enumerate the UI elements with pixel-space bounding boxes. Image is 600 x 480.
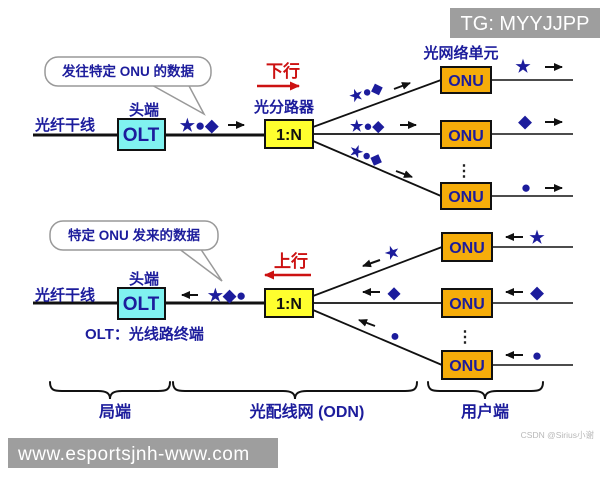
site-watermark-text: www.esportsjnh-www.com: [17, 444, 250, 465]
csdn-watermark-text: CSDN @Sirius小谢: [521, 430, 595, 440]
downstream-callout-text: 发往特定 ONU 的数据: [61, 63, 195, 79]
downstream-direction-label: 下行: [266, 61, 300, 81]
upstream-onu3-symbol: ●: [532, 346, 542, 365]
downstream-onu3-box: [440, 182, 492, 210]
upstream-onu3-label: ONU: [449, 358, 485, 375]
downstream-packet-group: ★●◆: [180, 116, 220, 135]
upstream-packet-group: ★◆●: [208, 286, 247, 305]
segment-user-label: 用户端: [461, 402, 509, 421]
downstream-onu1-label: ONU: [448, 73, 484, 90]
upstream-onu1-symbol: ★: [529, 228, 545, 247]
downstream-diagram: 发往特定 ONU 的数据 光纤干线 头端 OLT ★●◆ 下行 光分路器 1:N…: [33, 44, 573, 210]
tg-watermark: TG: MYYJJPP: [450, 8, 600, 38]
olt-definition: OLT：光线路终端: [85, 325, 204, 343]
tg-watermark-box: [450, 8, 600, 38]
downstream-splitter-box: [264, 119, 314, 149]
upstream-direction-label: 上行: [274, 251, 308, 271]
callout-bubble: [49, 220, 219, 251]
up-branch3-symbol: ●: [390, 328, 400, 345]
branch3-packet-group: ★●◆: [347, 141, 385, 169]
up-branch3-arrow: [358, 319, 376, 327]
upstream-onu2-symbol: ◆: [529, 283, 544, 302]
upstream-olt-label: OLT: [123, 294, 160, 315]
site-watermark: www.esportsjnh-www.com: [8, 438, 278, 468]
downstream-olt-label: OLT: [123, 125, 160, 146]
up-branch2-symbol: ◆: [387, 285, 401, 302]
branch3-arrow: [395, 170, 413, 178]
up-branch1-arrow: [362, 259, 381, 268]
downstream-headend-label: 头端: [129, 101, 159, 119]
callout-tail: [175, 247, 223, 282]
segment-braces: [49, 381, 544, 400]
site-watermark-box: [8, 438, 278, 468]
downstream-onu2-label: ONU: [448, 128, 484, 145]
downstream-olt-box: [117, 118, 166, 151]
upstream-splitter-label: 1:N: [276, 296, 302, 313]
downstream-onu2-symbol: ◆: [517, 112, 532, 131]
downstream-onu2-box: [440, 120, 492, 149]
upstream-olt-box: [117, 287, 166, 320]
downstream-onu1-symbol: ★: [515, 57, 531, 76]
tg-watermark-text: TG: MYYJJPP: [461, 13, 590, 35]
splitter-name-label: 光分路器: [253, 98, 315, 116]
downstream-splitter-label: 1:N: [276, 127, 302, 144]
segment-office-label: 局端: [99, 402, 131, 421]
upstream-ellipsis-dots: ⋮: [457, 329, 473, 346]
office-brace: [49, 381, 171, 400]
callout-bubble: [44, 56, 212, 87]
upstream-callout-text: 特定 ONU 发来的数据: [68, 227, 201, 243]
upstream-headend-label: 头端: [129, 270, 159, 288]
segment-odn-label: 光配线网 (ODN): [249, 402, 365, 421]
odn-brace: [172, 381, 418, 400]
downstream-onu3-symbol: ●: [521, 178, 531, 197]
upstream-diagram: 特定 ONU 发来的数据 光纤干线 头端 OLT OLT：光线路终端 ★◆● 上…: [33, 220, 573, 380]
downstream-trunk-label: 光纤干线: [34, 116, 95, 134]
downstream-ellipsis-dots: ⋮: [456, 163, 472, 180]
upstream-splitter-box: [264, 288, 314, 318]
upstream-trunk-label: 光纤干线: [34, 286, 95, 304]
upstream-onu3-box: [441, 350, 493, 380]
upstream-onu2-label: ONU: [449, 296, 485, 313]
branch2-packet-group: ★●◆: [350, 118, 385, 135]
downstream-onu3-label: ONU: [448, 189, 484, 206]
upstream-callout: 特定 ONU 发来的数据: [49, 220, 223, 282]
downstream-onu1-box: [440, 66, 492, 94]
up-branch1-symbol: ★: [383, 243, 403, 264]
upstream-onu2-box: [441, 288, 493, 318]
upstream-onu1-label: ONU: [449, 240, 485, 257]
onu-group-label: 光网络单元: [422, 44, 498, 62]
branch1-arrow: [393, 82, 411, 90]
user-brace: [427, 381, 544, 400]
downstream-callout: 发往特定 ONU 的数据: [44, 56, 212, 116]
upstream-onu1-box: [441, 232, 493, 262]
